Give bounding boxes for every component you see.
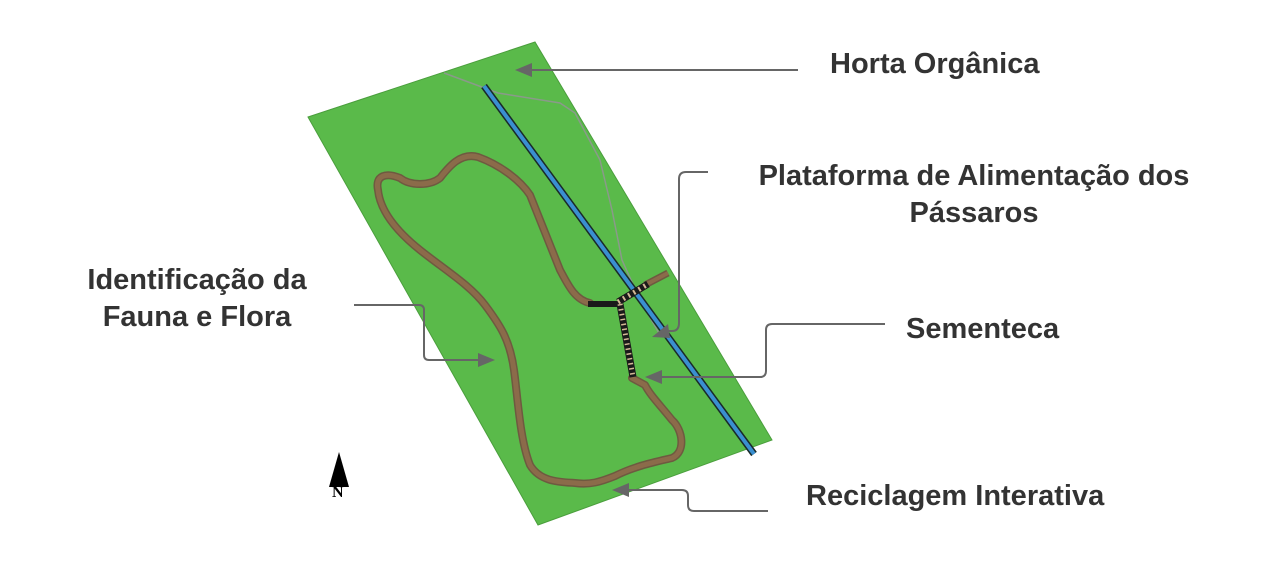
label-sementeca-text: Sementeca bbox=[906, 313, 1060, 345]
label-reciclagem-interativa: Reciclagem Interativa bbox=[806, 478, 1104, 515]
label-sementeca: Sementeca bbox=[906, 311, 1059, 348]
label-identificacao-line2: Fauna e Flora bbox=[102, 301, 292, 333]
boardwalk-vertical bbox=[616, 303, 637, 378]
callout-sementeca bbox=[645, 323, 885, 384]
callout-reciclagem bbox=[612, 483, 768, 512]
compass-letter: N bbox=[332, 484, 344, 501]
callout-horta bbox=[515, 63, 798, 77]
label-plataforma-alimentacao: Plataforma de Alimentação dos Pássaros bbox=[728, 158, 1220, 232]
callout-plataforma bbox=[652, 171, 708, 338]
label-horta-organica: Horta Orgânica bbox=[830, 46, 1040, 83]
boardwalk-bridge bbox=[616, 280, 650, 306]
label-identificacao-line1: Identificação da bbox=[87, 264, 307, 296]
callout-identificacao bbox=[354, 304, 495, 367]
label-reciclagem-text: Reciclagem Interativa bbox=[806, 480, 1105, 512]
label-horta-text: Horta Orgânica bbox=[830, 48, 1040, 80]
north-arrow-icon bbox=[329, 452, 349, 487]
label-identificacao-fauna-flora: Identificação da Fauna e Flora bbox=[70, 262, 324, 336]
label-plataforma-line2: Pássaros bbox=[909, 197, 1039, 229]
terrain-area bbox=[307, 41, 773, 526]
stream-water bbox=[482, 84, 756, 456]
label-plataforma-line1: Plataforma de Alimentação dos bbox=[758, 160, 1190, 192]
